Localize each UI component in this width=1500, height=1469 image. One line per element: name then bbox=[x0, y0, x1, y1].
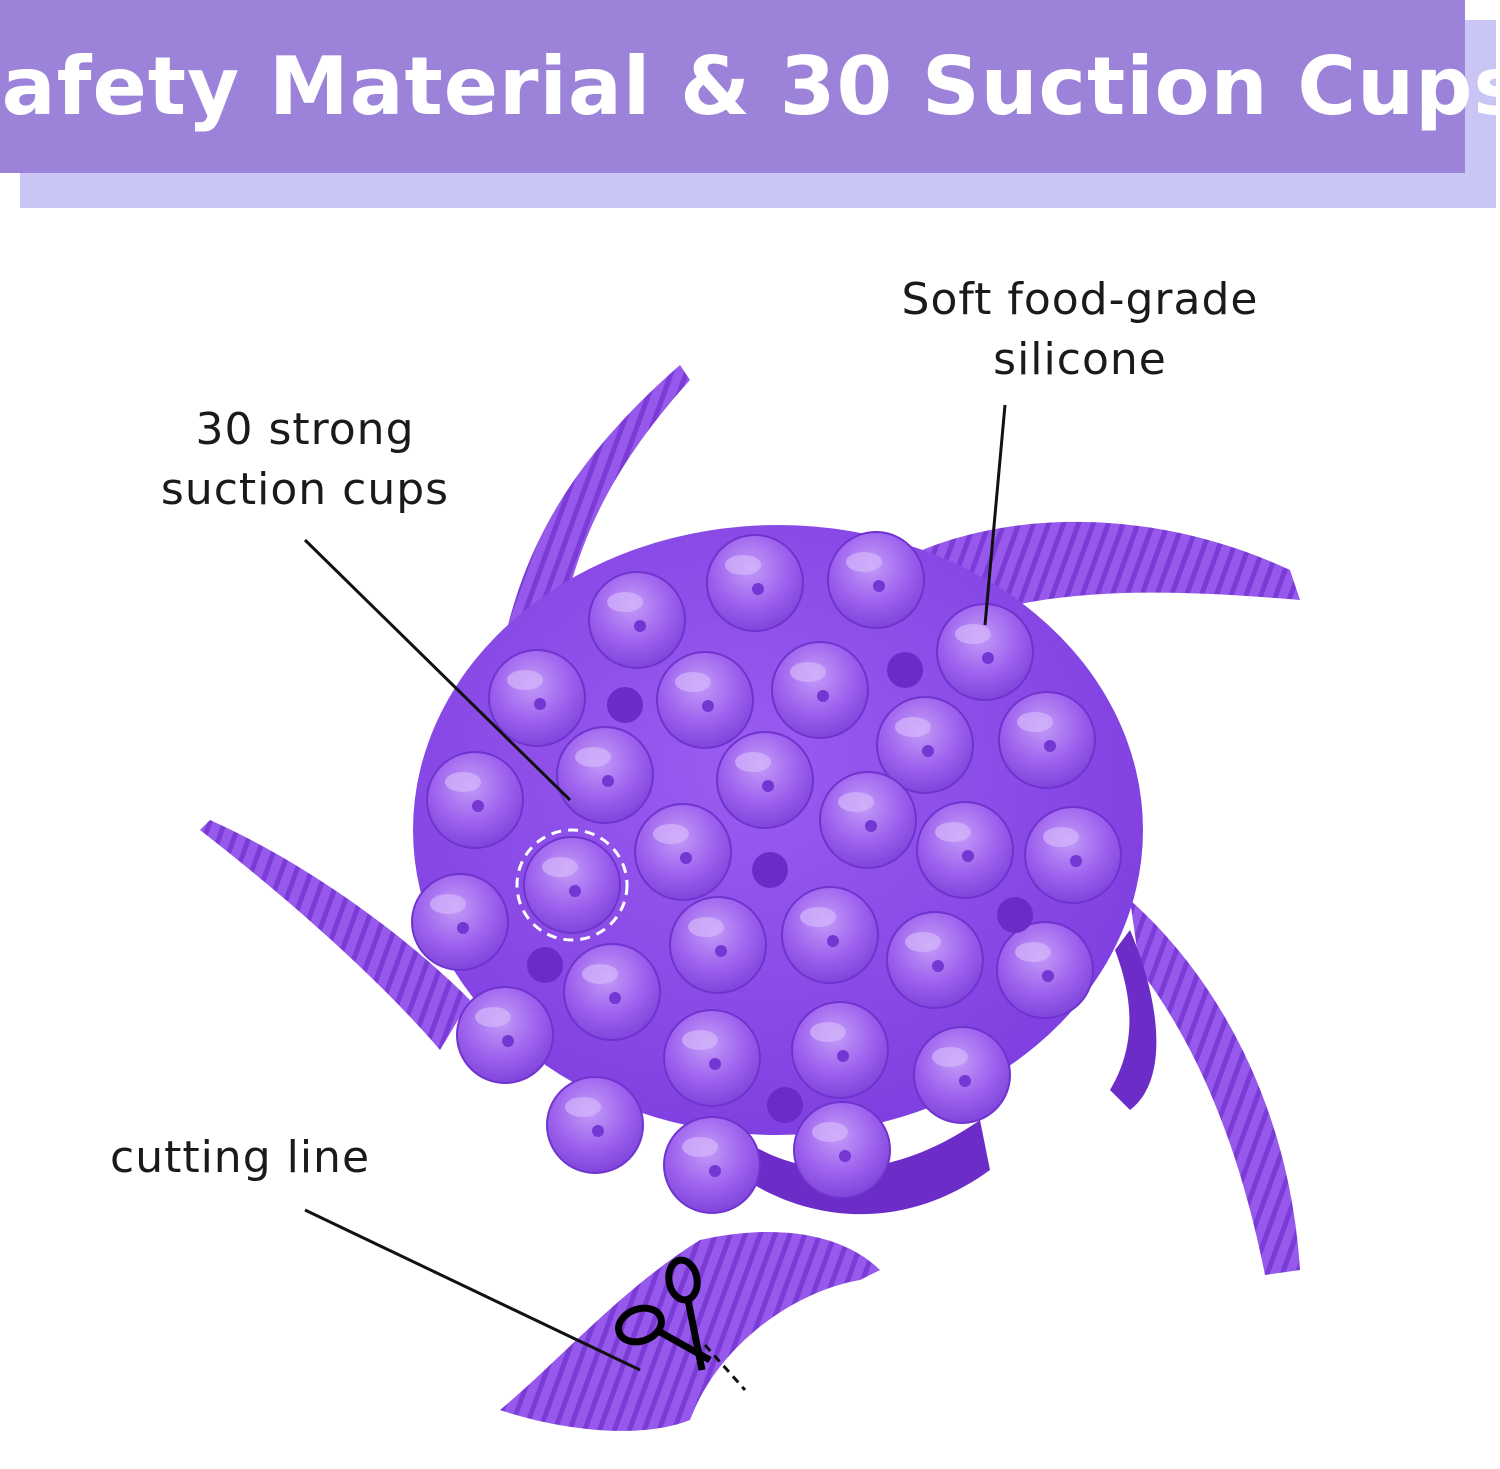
suction-cup bbox=[456, 986, 554, 1084]
arm-left bbox=[200, 820, 470, 1050]
banner-title: Safety Material & 30 Suction Cups bbox=[0, 40, 1500, 133]
suction-cup bbox=[523, 836, 621, 934]
suction-cup bbox=[411, 873, 509, 971]
suction-cup bbox=[936, 603, 1034, 701]
suction-cup bbox=[563, 943, 661, 1041]
suction-cup bbox=[793, 1101, 891, 1199]
suction-cup bbox=[886, 911, 984, 1009]
leader-cutting bbox=[304, 1208, 641, 1372]
callout-cups-line1: 30 strong bbox=[195, 404, 415, 455]
suction-cup bbox=[656, 651, 754, 749]
title-banner: Safety Material & 30 Suction Cups bbox=[0, 0, 1500, 173]
callout-silicone: Soft food-grade silicone bbox=[860, 270, 1300, 390]
callout-silicone-line2: silicone bbox=[993, 334, 1167, 385]
highlighted-cup-outline bbox=[515, 828, 629, 942]
suction-cup bbox=[426, 751, 524, 849]
callout-suction-cups: 30 strong suction cups bbox=[130, 400, 480, 520]
suction-cup bbox=[791, 1001, 889, 1099]
suction-cup bbox=[1024, 806, 1122, 904]
suction-cup bbox=[663, 1009, 761, 1107]
suction-cup bbox=[669, 896, 767, 994]
suction-cup bbox=[546, 1076, 644, 1174]
suction-cup bbox=[827, 531, 925, 629]
leader-cups bbox=[303, 538, 572, 802]
leader-silicone bbox=[983, 404, 1007, 626]
suction-cup bbox=[716, 731, 814, 829]
suction-cup bbox=[771, 641, 869, 739]
silicone-arms bbox=[200, 365, 1300, 1431]
callout-cutting-line: cutting line bbox=[110, 1132, 371, 1183]
disc-holes bbox=[527, 652, 1033, 1123]
callout-silicone-line1: Soft food-grade bbox=[901, 274, 1259, 325]
suction-cup bbox=[634, 803, 732, 901]
callout-cups-line2: suction cups bbox=[160, 464, 450, 515]
leader-lines bbox=[303, 404, 1007, 1372]
suction-cup bbox=[998, 691, 1096, 789]
arm-right bbox=[1130, 900, 1300, 1275]
cutting-dash-line bbox=[703, 1344, 747, 1391]
suction-cups bbox=[411, 531, 1122, 1214]
suction-cup bbox=[913, 1026, 1011, 1124]
suction-cup bbox=[996, 921, 1094, 1019]
suction-cup bbox=[556, 726, 654, 824]
scissors-icon bbox=[615, 1256, 712, 1371]
suction-cup bbox=[588, 571, 686, 669]
suction-cup bbox=[876, 696, 974, 794]
suction-cup bbox=[781, 886, 879, 984]
arm-top-left bbox=[500, 365, 690, 660]
suction-cup bbox=[916, 801, 1014, 899]
suction-cup bbox=[663, 1116, 761, 1214]
arm-bottom bbox=[500, 1231, 880, 1431]
suction-cup bbox=[706, 534, 804, 632]
suction-cup bbox=[819, 771, 917, 869]
suction-cup bbox=[488, 649, 586, 747]
